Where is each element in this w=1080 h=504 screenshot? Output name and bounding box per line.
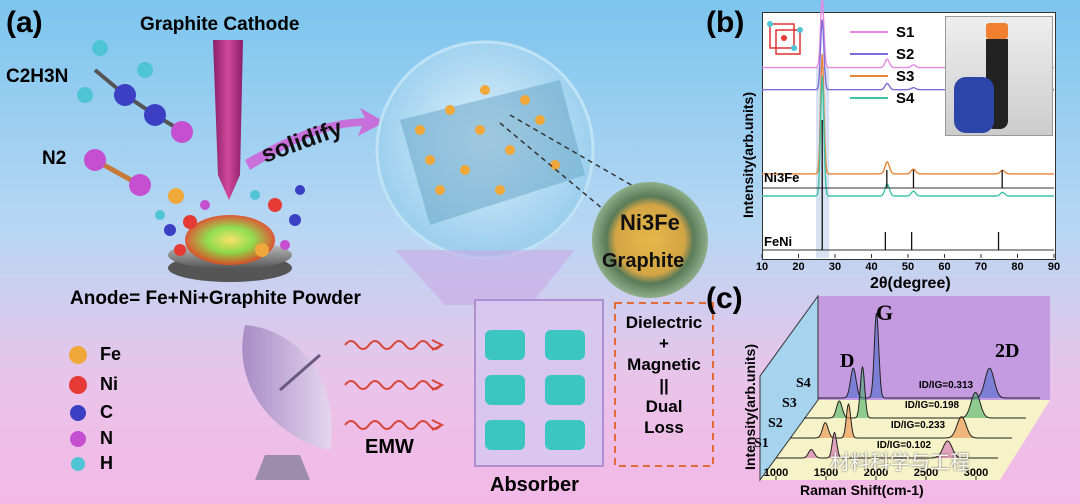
- loss-line: Magnetic: [627, 355, 701, 374]
- loss-line: Loss: [644, 418, 684, 437]
- loss-text: Dielectric + Magnetic || Dual Loss: [618, 312, 710, 438]
- emw-label: EMW: [365, 436, 414, 458]
- xrd-legend-label: S2: [896, 46, 915, 63]
- raman-xlabel: Raman Shift(cm-1): [800, 482, 924, 498]
- legend-ni: Ni: [100, 374, 118, 394]
- xrd-legend-label: S4: [896, 90, 915, 107]
- anode-disk: [168, 241, 292, 269]
- xrd-xtick-label: 50: [901, 261, 915, 273]
- n2-molecule-icon: [84, 149, 151, 196]
- loss-line: Dual: [645, 397, 683, 416]
- nanoparticles-in-bubble: [415, 85, 560, 195]
- raman-series-name: S2: [768, 416, 783, 431]
- raman-peak-g: G: [876, 300, 894, 325]
- raman-xtick-label: 3000: [963, 467, 989, 479]
- xrd-xtick-label: 80: [1011, 261, 1024, 273]
- watermark-text: 材料科学与工程: [830, 452, 970, 474]
- core-shell-particle: [592, 182, 708, 298]
- legend-h: H: [100, 453, 113, 473]
- loss-line: Dielectric: [625, 313, 703, 332]
- xrd-xlabel: 2θ(degree): [870, 275, 951, 292]
- legend-n: N: [100, 428, 113, 448]
- particle-cloud: [155, 185, 305, 257]
- xrd-xtick-label: 20: [792, 261, 805, 273]
- shell-label: Graphite: [602, 250, 685, 272]
- absorber-box: [474, 299, 604, 467]
- raman-series-name: S4: [796, 376, 811, 391]
- anode-disk-base: [168, 254, 292, 282]
- cathode-rod: [213, 40, 243, 200]
- raman-series-name: S3: [782, 396, 797, 411]
- raman-xtick-label: 1000: [763, 467, 789, 479]
- xrd-legend-label: S1: [896, 24, 915, 41]
- raman-ratio-label: ID/IG=0.313: [918, 380, 974, 391]
- raman-peak-d: D: [840, 350, 855, 372]
- legend-fe: Fe: [100, 344, 122, 364]
- plasma-glow: [185, 215, 275, 265]
- raman-ratio-label: ID/IG=0.233: [890, 420, 946, 431]
- xrd-ylabel: Intensity(arb.units): [740, 91, 756, 218]
- legend-c: C: [100, 402, 113, 422]
- panel-b-label: (b): [706, 6, 745, 39]
- absorber-label: Absorber: [490, 474, 579, 496]
- raman-xtick-label: 1500: [813, 467, 839, 479]
- xrd-ref-feni: FeNi: [764, 234, 793, 249]
- c2h3n-molecule-icon: [77, 40, 193, 143]
- graphene-sheet: [400, 80, 585, 225]
- anode-label: Anode= Fe+Ni+Graphite Powder: [70, 288, 361, 309]
- xrd-xtick-label: 60: [938, 261, 951, 273]
- zoom-line: [509, 114, 641, 191]
- sample-vial-photo: [945, 16, 1053, 136]
- element-legend-dots: [69, 346, 87, 471]
- graphite-bubble: [375, 40, 595, 260]
- absorber-tiles: [485, 330, 585, 450]
- molecule-c2h3n-label: C2H3N: [6, 66, 69, 87]
- glove-icon: [954, 77, 994, 133]
- loss-line: ||: [659, 376, 669, 395]
- molecule-n2-label: N2: [42, 148, 67, 169]
- solidify-label: solidify: [257, 114, 346, 169]
- raman-ratio-label: ID/IG=0.102: [876, 440, 932, 451]
- crystal-structure-icon: [764, 16, 804, 62]
- vial-cap-icon: [986, 23, 1008, 39]
- xrd-legend-label: S3: [896, 68, 915, 85]
- xrd-xtick-label: 40: [865, 261, 878, 273]
- projection-funnel: [395, 250, 575, 305]
- raman-xtick-label: 2000: [863, 467, 889, 479]
- core-label: Ni3Fe: [620, 210, 680, 235]
- xrd-xtick-label: 70: [974, 261, 988, 273]
- xrd-xtick-label: 30: [828, 261, 842, 273]
- xrd-ref-ni3fe: Ni3Fe: [764, 170, 800, 185]
- zoom-line: [499, 122, 641, 241]
- emw-waves: [344, 339, 445, 431]
- xrd-xtick-label: 10: [755, 261, 769, 273]
- raman-series-name: S1: [754, 436, 769, 451]
- satellite-dish-icon: [242, 325, 332, 480]
- loss-line: +: [659, 334, 669, 353]
- raman-ratio-label: ID/IG=0.198: [904, 400, 960, 411]
- graphite-cathode-label: Graphite Cathode: [140, 14, 300, 35]
- raman-peak-2d: 2D: [995, 340, 1020, 362]
- panel-a-label: (a): [6, 6, 43, 39]
- xrd-xtick-label: 90: [1047, 261, 1061, 273]
- raman-xtick-label: 2500: [913, 467, 939, 479]
- panel-c-label: (c): [706, 282, 743, 315]
